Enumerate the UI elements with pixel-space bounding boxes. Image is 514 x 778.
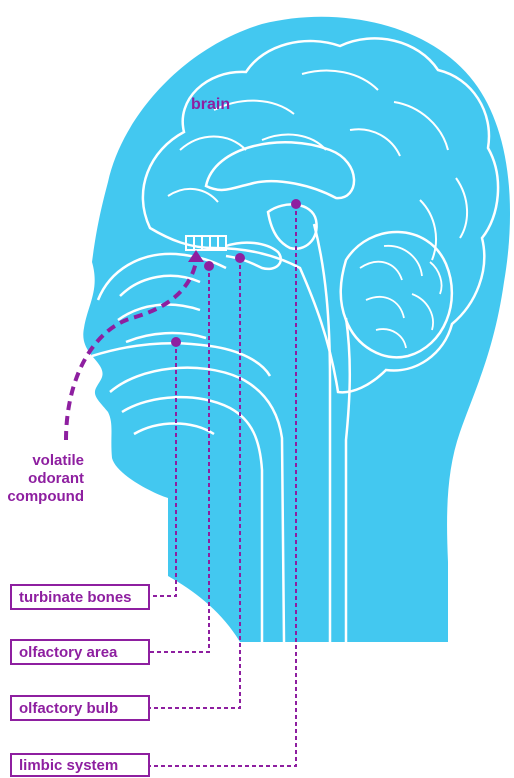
dot-turbinate-bones — [171, 337, 181, 347]
label-olfactory-area: olfactory area — [10, 639, 150, 665]
dot-olfactory-bulb — [235, 253, 245, 263]
odorant-label-line1: volatile — [4, 452, 84, 470]
odorant-label: volatile odorant compound — [4, 452, 84, 506]
label-limbic-system: limbic system — [10, 753, 150, 777]
odorant-label-line2: odorant — [4, 470, 84, 488]
label-olfactory-bulb: olfactory bulb — [10, 695, 150, 721]
dot-olfactory-area — [204, 261, 214, 271]
label-turbinate-bones: turbinate bones — [10, 584, 150, 610]
brain-label: brain — [191, 96, 230, 114]
odorant-label-line3: compound — [4, 488, 84, 506]
dot-limbic-system — [291, 199, 301, 209]
